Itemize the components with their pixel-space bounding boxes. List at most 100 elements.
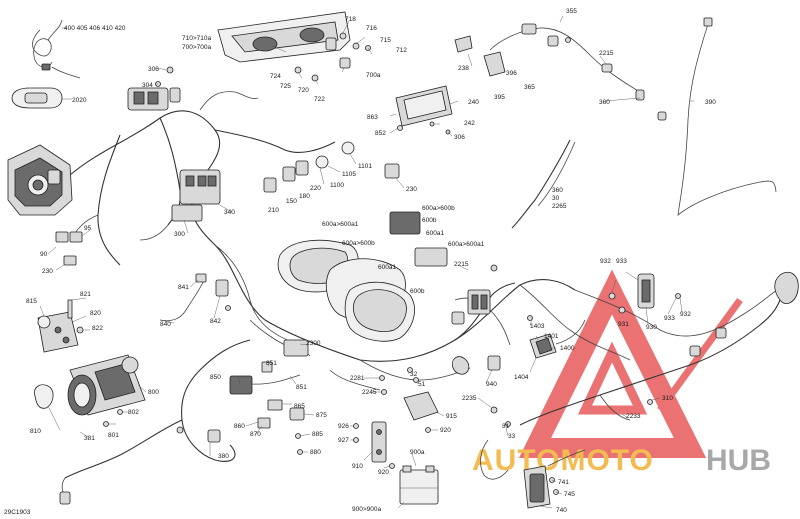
callout: 230 <box>406 186 417 193</box>
callout: 365 <box>524 84 535 91</box>
instrument-bezel-600 <box>277 211 448 342</box>
callout: 395 <box>494 94 505 101</box>
callout: 933 <box>616 258 627 265</box>
callout: 932 <box>680 311 691 318</box>
callout: 396 <box>506 70 517 77</box>
callout: 150 <box>286 198 297 205</box>
callout: 1404 <box>514 374 529 381</box>
callout: 32 <box>410 371 418 378</box>
callout: 600a>600a1 <box>448 241 485 248</box>
callout: 745 <box>564 491 575 498</box>
callout: 700a <box>366 72 381 79</box>
callout: 725 <box>280 83 291 90</box>
callout: 820 <box>90 310 101 317</box>
callout: 724 <box>270 73 281 80</box>
callout: 220 <box>310 185 321 192</box>
callout: 51 <box>418 381 426 388</box>
brackets-840 <box>159 273 231 322</box>
callout: 801 <box>108 432 119 439</box>
callout: 851 <box>266 360 277 367</box>
callout: 304 <box>142 82 153 89</box>
callout: 926 <box>338 423 349 430</box>
callout: 915 <box>446 413 457 420</box>
callout: 920 <box>378 469 389 476</box>
callout: 1401 <box>544 333 559 340</box>
callout: 1100 <box>330 182 344 189</box>
callout: 33 <box>508 433 516 440</box>
leader-lines <box>39 15 694 509</box>
callout: 860 <box>234 423 245 430</box>
battery-900 <box>399 465 439 505</box>
callout: 90 <box>40 251 48 258</box>
connector-2215 <box>451 264 498 325</box>
callout: 2265 <box>552 203 567 210</box>
callout: 841 <box>178 284 189 291</box>
connectors-left <box>47 229 91 271</box>
fuse-box <box>127 66 181 111</box>
callout: 852 <box>375 130 386 137</box>
callout: 1101 <box>358 163 372 170</box>
callout: 865 <box>294 403 305 410</box>
callout: 300 <box>174 231 185 238</box>
callout: 880 <box>310 449 321 456</box>
callout: 722 <box>314 96 325 103</box>
callout: 715 <box>380 37 391 44</box>
main-harness <box>69 91 786 391</box>
battery-holddown <box>353 391 439 469</box>
callout: 390 <box>705 99 716 106</box>
callout: 2300 <box>306 340 321 347</box>
callout: 940 <box>486 381 497 388</box>
headlight-housing <box>7 144 73 216</box>
callout: 720 <box>298 87 309 94</box>
callout: 815 <box>26 298 37 305</box>
switch-cluster <box>171 141 400 222</box>
callout: 810 <box>30 428 41 435</box>
callout: 700>700a <box>182 44 211 51</box>
callout: 600a>600b <box>342 240 375 247</box>
callout: 180 <box>299 193 310 200</box>
cable-360 <box>511 139 576 229</box>
callout: 932 <box>600 258 611 265</box>
winch-800 <box>33 354 146 427</box>
relay-850 <box>229 319 311 395</box>
callout: 381 <box>84 435 95 442</box>
callout: 30 <box>552 195 560 202</box>
diagram-id: 29C1903 <box>4 509 31 516</box>
controller-240 <box>395 85 453 135</box>
callout: 2020 <box>72 97 87 104</box>
callout: 822 <box>92 325 103 332</box>
callout: 885 <box>312 431 323 438</box>
callout: 600a1 <box>378 264 396 271</box>
callout: 600b <box>422 217 437 224</box>
callout: 95 <box>84 225 92 232</box>
module-1400 <box>527 315 586 359</box>
watermark-triangle-outer <box>518 269 707 458</box>
callout: 600a>600b <box>422 205 455 212</box>
relay-860 <box>257 399 305 455</box>
callout: 931 <box>618 321 629 328</box>
callout: 600a1 <box>426 230 444 237</box>
callout: 930 <box>646 324 657 331</box>
callout: 842 <box>210 318 221 325</box>
callout: 900a <box>410 449 425 456</box>
callout: 2235 <box>462 395 477 402</box>
callout: 355 <box>566 8 577 15</box>
callout: 875 <box>316 412 327 419</box>
callout: 210 <box>268 207 279 214</box>
antenna-wire-390 <box>677 17 777 216</box>
callout: 712 <box>396 47 407 54</box>
callout: 340 <box>224 209 235 216</box>
callout: 600b <box>410 288 425 295</box>
callout: 840 <box>160 321 171 328</box>
callout: 1105 <box>342 171 356 178</box>
top-right-brackets <box>454 23 667 121</box>
callout: 716 <box>366 25 377 32</box>
callout: 710>710a <box>182 35 211 42</box>
harness-380 <box>59 339 251 505</box>
callout: 870 <box>250 431 261 438</box>
callout: 2233 <box>626 413 641 420</box>
fasteners-mid <box>379 367 419 395</box>
callout: 1403 <box>530 323 545 330</box>
